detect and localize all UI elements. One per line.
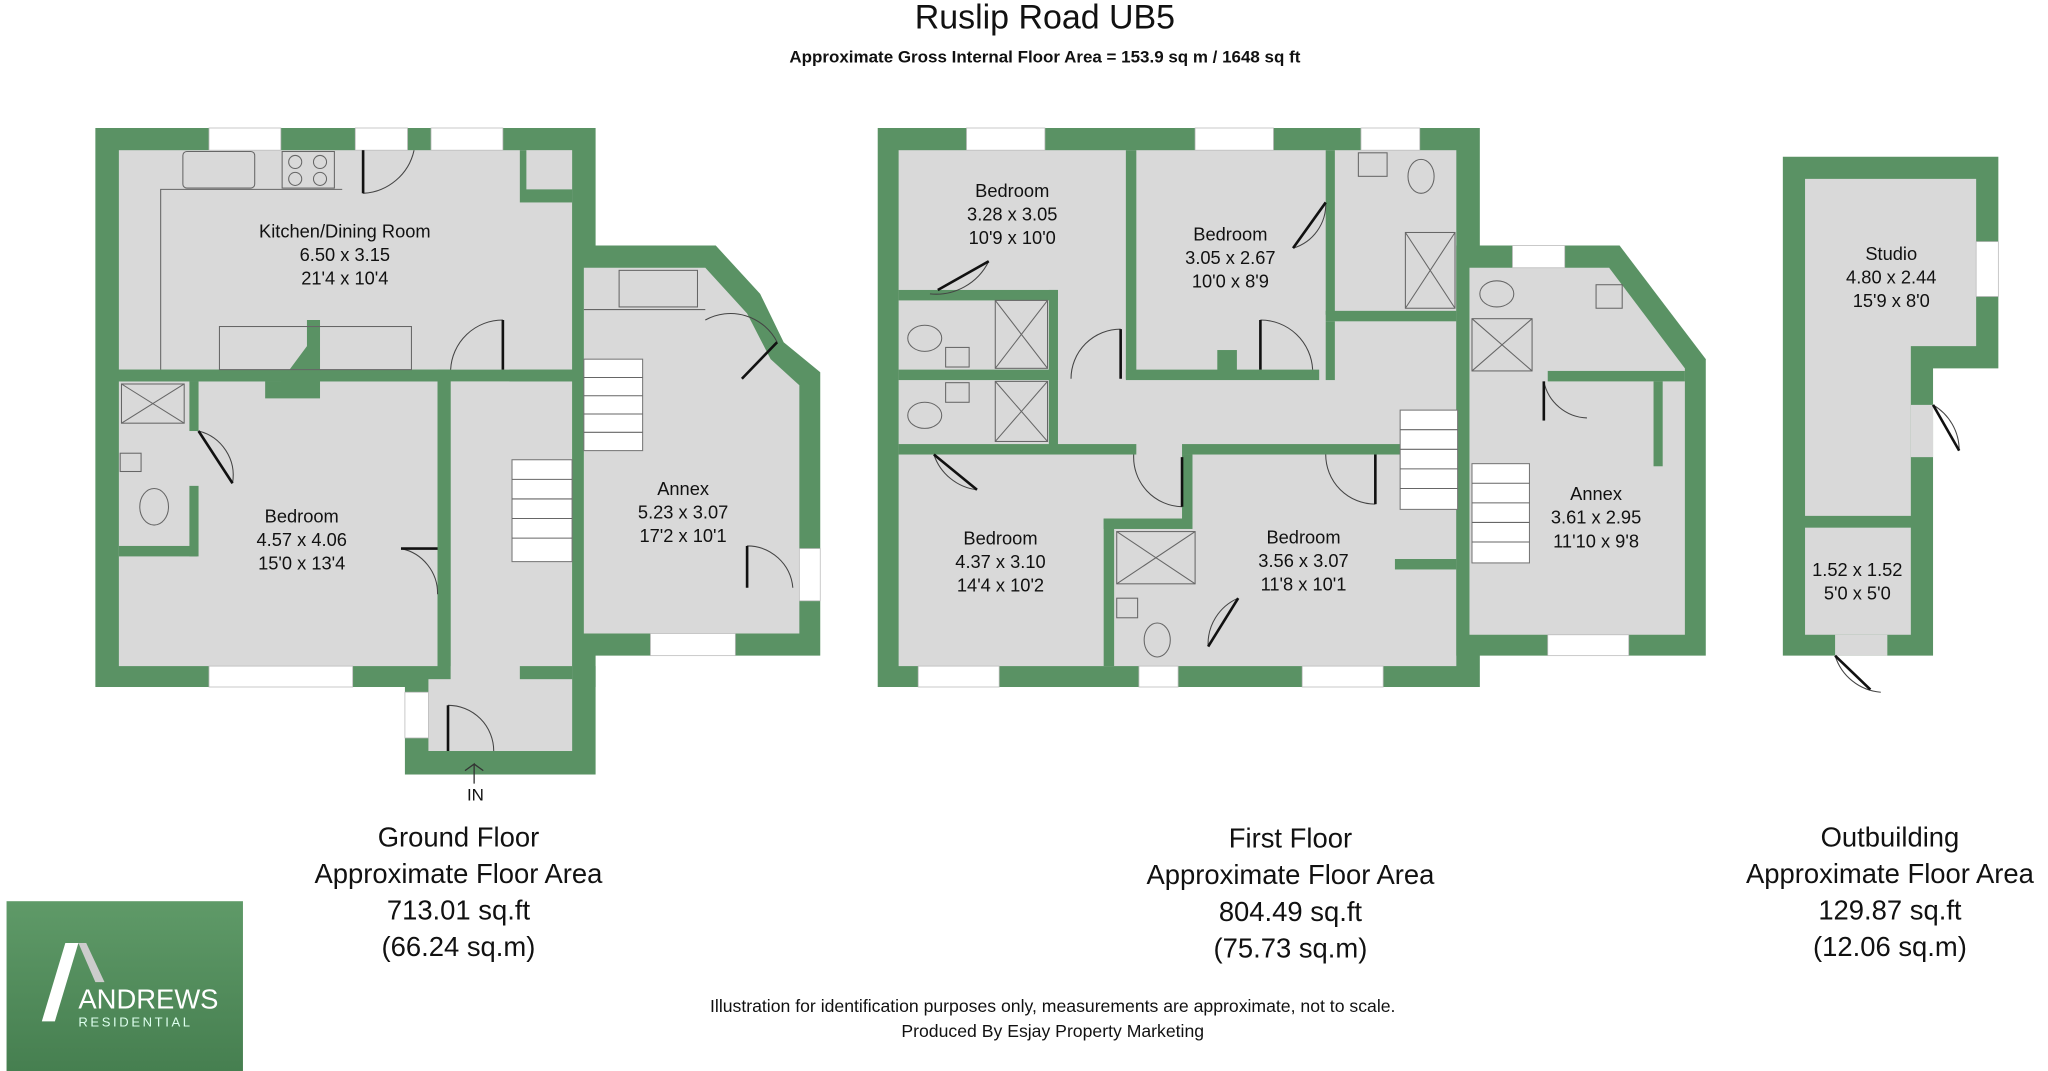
room-metric: 4.57 x 4.06	[257, 529, 347, 550]
room-metric: 1.52 x 1.52	[1812, 559, 1902, 580]
logo-sub: RESIDENTIAL	[78, 1015, 192, 1030]
logo-brand: ANDREWS	[78, 983, 218, 1014]
toilet-icon	[1479, 280, 1515, 308]
door[interactable]	[1932, 404, 1960, 451]
floor-area-label: Approximate Floor Area	[1146, 859, 1435, 890]
stairs-icon	[1399, 409, 1530, 564]
door[interactable]	[363, 150, 415, 194]
shower-icon	[994, 380, 1049, 442]
floor-area-label: Approximate Floor Area	[1746, 858, 2035, 889]
gross-area: Approximate Gross Internal Floor Area = …	[789, 48, 1300, 67]
room-metric: 3.05 x 2.67	[1185, 247, 1275, 268]
toilet-icon	[139, 487, 170, 526]
shower-icon	[1116, 531, 1196, 585]
room-imperial: 15'0 x 13'4	[258, 552, 345, 573]
room-metric: 3.61 x 2.95	[1551, 507, 1641, 528]
room-metric: 3.28 x 3.05	[967, 204, 1057, 225]
room-metric: 4.80 x 2.44	[1846, 266, 1936, 287]
room-name: Bedroom	[963, 528, 1037, 549]
room-imperial: 17'2 x 10'1	[639, 525, 726, 546]
room-imperial: 14'4 x 10'2	[957, 575, 1044, 596]
first-floor-caption: First Floor Approximate Floor Area 804.4…	[1146, 823, 1435, 964]
shower-icon	[994, 299, 1049, 369]
basin-icon	[1357, 152, 1388, 177]
room-name: Bedroom	[1266, 526, 1340, 547]
shower-icon	[1404, 231, 1456, 309]
door[interactable]	[1834, 655, 1881, 693]
floor-area-sqft: 804.49 sq.ft	[1219, 896, 1363, 927]
room-metric: 3.56 x 3.07	[1258, 550, 1348, 571]
outbuilding-caption: Outbuilding Approximate Floor Area 129.8…	[1746, 821, 2035, 962]
page-title: Ruslip Road UB5	[915, 0, 1175, 37]
room-imperial: 10'0 x 8'9	[1192, 270, 1269, 291]
door[interactable]	[450, 319, 503, 370]
room-name: Annex	[657, 478, 709, 499]
floor-area-label: Approximate Floor Area	[315, 858, 604, 889]
door[interactable]	[929, 260, 990, 295]
ground-floor-caption: Ground Floor Approximate Floor Area 713.…	[315, 821, 604, 962]
floor-area-sqft: 129.87 sq.ft	[1818, 894, 1962, 925]
door[interactable]	[933, 454, 978, 491]
room-metric: 6.50 x 3.15	[300, 244, 390, 265]
room-imperial: 11'10 x 9'8	[1553, 530, 1639, 551]
room-imperial: 15'9 x 8'0	[1853, 290, 1930, 311]
door[interactable]	[400, 548, 439, 595]
room-metric: 4.37 x 3.10	[955, 551, 1045, 572]
door[interactable]	[1325, 454, 1376, 505]
door[interactable]	[1133, 454, 1183, 508]
ground-floor-plan: IN Kitchen/Dining Room 6.50 x 3.15 21'4 …	[95, 127, 821, 805]
door[interactable]	[705, 313, 778, 343]
room-imperial: 10'9 x 10'0	[969, 227, 1056, 248]
door[interactable]	[198, 430, 234, 484]
annex-sink-icon	[618, 269, 698, 308]
room-name: Bedroom	[265, 505, 339, 526]
hob-icon	[281, 150, 335, 189]
door[interactable]	[1207, 597, 1239, 647]
room-imperial: 11'8 x 10'1	[1261, 573, 1347, 594]
floor-name: Ground Floor	[378, 821, 539, 852]
floor-area-sqm: (66.24 sq.m)	[382, 931, 536, 962]
disclaimer: Illustration for identification purposes…	[710, 996, 1395, 1016]
toilet-icon	[1143, 622, 1171, 658]
stairs-icon	[511, 358, 644, 563]
floor-area-sqft: 713.01 sq.ft	[387, 894, 531, 925]
door[interactable]	[1543, 381, 1587, 419]
toilet-icon	[1407, 158, 1435, 194]
floor-area-sqm: (12.06 sq.m)	[1813, 931, 1967, 962]
room-name: Kitchen/Dining Room	[259, 221, 431, 242]
floor-area-sqm: (75.73 sq.m)	[1214, 932, 1368, 963]
room-name: Bedroom	[1193, 223, 1267, 244]
door[interactable]	[1292, 202, 1327, 249]
shower-icon	[120, 383, 185, 424]
entrance-arrow-icon	[464, 762, 484, 784]
toilet-icon	[907, 324, 943, 352]
door[interactable]	[747, 545, 794, 588]
entrance-label: IN	[467, 786, 484, 805]
room-imperial: 5'0 x 5'0	[1824, 582, 1891, 603]
room-name: Annex	[1570, 483, 1622, 504]
door[interactable]	[1070, 328, 1121, 379]
toilet-icon	[907, 401, 943, 429]
door[interactable]	[1260, 319, 1314, 370]
front-door[interactable]	[448, 704, 495, 752]
credit: Produced By Esjay Property Marketing	[901, 1021, 1204, 1041]
first-floor-plan: Bedroom 3.28 x 3.05 10'9 x 10'0 Bedroom …	[877, 127, 1706, 688]
room-name: Studio	[1865, 243, 1917, 264]
room-imperial: 21'4 x 10'4	[301, 268, 388, 289]
outbuilding-plan: Studio 4.80 x 2.44 15'9 x 8'0 1.52 x 1.5…	[1782, 156, 1999, 693]
room-name: Bedroom	[975, 180, 1049, 201]
floor-name: First Floor	[1229, 823, 1352, 854]
sink-icon	[182, 150, 256, 189]
room-metric: 5.23 x 3.07	[638, 502, 728, 523]
shower-icon	[1471, 318, 1533, 372]
floor-name: Outbuilding	[1821, 821, 1960, 852]
andrews-residential-logo: ANDREWS RESIDENTIAL	[6, 901, 243, 1071]
